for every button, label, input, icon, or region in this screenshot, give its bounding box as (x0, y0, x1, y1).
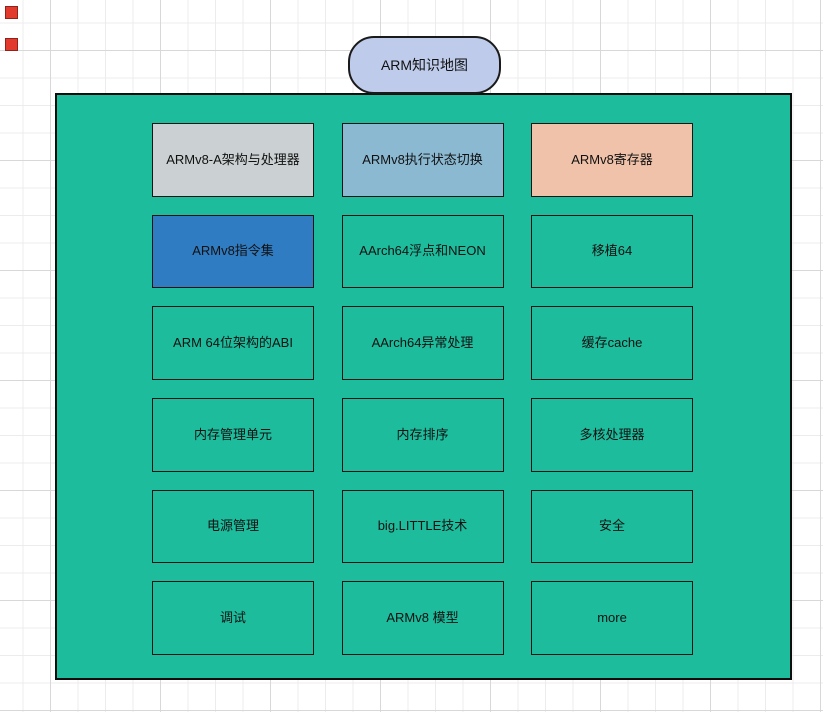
topic-box-label: 安全 (598, 518, 625, 534)
topic-box[interactable]: ARMv8执行状态切换 (341, 123, 504, 197)
topic-box-label: 内存管理单元 (193, 426, 272, 442)
topic-box-label: AArch64浮点和NEON (359, 243, 486, 259)
topic-box[interactable]: 调试 (152, 581, 314, 655)
topic-box-label: ARMv8执行状态切换 (362, 151, 483, 167)
topics-grid: ARMv8-A架构与处理器 ARMv8执行状态切换 ARMv8寄存器 ARMv8指令集… (152, 123, 693, 655)
topic-box[interactable]: AArch64浮点和NEON (341, 214, 504, 289)
topic-box[interactable]: AArch64异常处理 (341, 306, 504, 380)
topic-box[interactable]: ARMv8 模型 (341, 581, 504, 655)
topic-box-label: 内存排序 (396, 426, 449, 442)
topic-box[interactable]: big.LITTLE技术 (341, 489, 504, 564)
topic-box[interactable]: ARMv8寄存器 (531, 123, 693, 197)
topic-box[interactable]: ARM 64位架构的ABI (152, 306, 314, 380)
topic-box-label: ARM 64位架构的ABI (173, 335, 293, 351)
topic-box-label: ARMv8寄存器 (571, 151, 653, 167)
topic-box-label: more (597, 610, 627, 626)
topic-box[interactable]: 移植64 (531, 214, 693, 289)
topic-box[interactable]: ARMv8-A架构与处理器 (152, 123, 314, 197)
topic-box[interactable]: 安全 (531, 489, 693, 564)
topics-container: ARMv8-A架构与处理器 ARMv8执行状态切换 ARMv8寄存器 ARMv8指令集… (55, 93, 792, 680)
root-node-label: ARM知识地图 (380, 57, 469, 73)
topic-box-label: ARMv8 模型 (386, 610, 459, 626)
topic-box-label: 移植64 (591, 243, 633, 259)
topic-box[interactable]: 电源管理 (152, 489, 314, 564)
topic-box[interactable]: more (531, 581, 693, 655)
topic-box-label: ARMv8-A架构与处理器 (166, 151, 300, 167)
topic-box-label: 多核处理器 (579, 426, 645, 442)
topic-box-label: ARMv8指令集 (192, 243, 274, 259)
topic-box[interactable]: 内存管理单元 (152, 397, 314, 472)
topic-box[interactable]: 多核处理器 (531, 397, 693, 472)
topic-box-label: AArch64异常处理 (371, 335, 474, 351)
root-node-arm-knowledge-map[interactable]: ARM知识地图 (348, 36, 501, 94)
topic-box[interactable]: ARMv8指令集 (152, 214, 314, 289)
topic-box[interactable]: 内存排序 (341, 397, 504, 472)
red-marker-bottom (5, 38, 18, 51)
topic-box-label: 缓存cache (581, 335, 643, 351)
red-marker-top (5, 6, 18, 19)
topic-box[interactable]: 缓存cache (531, 306, 693, 380)
topic-box-label: 调试 (219, 610, 246, 626)
topic-box-label: 电源管理 (206, 518, 259, 534)
topic-box-label: big.LITTLE技术 (377, 518, 468, 534)
